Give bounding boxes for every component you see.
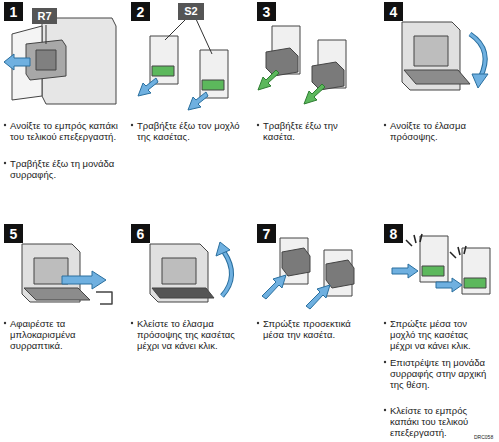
face-plate — [24, 288, 90, 300]
rotation-arrow — [222, 252, 232, 296]
cartridge-lever — [152, 66, 174, 76]
rotation-arrow-head — [216, 242, 230, 256]
click-marks — [406, 234, 466, 258]
staple-unit-face — [36, 50, 56, 70]
node-text: 1 — [10, 5, 18, 19]
bullets — [4, 124, 386, 411]
direction-arrow — [304, 84, 325, 104]
cartridge-core — [162, 258, 196, 284]
step-number: 6 — [131, 224, 150, 243]
direction-arrow — [138, 78, 158, 96]
part-label: R7 — [32, 8, 57, 24]
node-text: 4 — [390, 5, 398, 19]
rotation-arrow — [222, 252, 232, 296]
cartridge-slot — [150, 36, 178, 84]
instruction-text: Αφαιρέστε τα μπλοκαρισμένα συρραπτικά. — [10, 318, 120, 351]
staple-cartridge — [326, 260, 354, 288]
node-text: 8 — [390, 227, 398, 241]
step-number: 7 — [257, 224, 276, 243]
instruction-text: Σπρώξτε προσεκτικά μέσα την κασέτα. — [263, 318, 371, 340]
direction-arrow — [306, 285, 330, 309]
step-number: 5 — [4, 224, 23, 243]
node-text: R7 — [37, 11, 51, 22]
rotation-arrow-head — [472, 74, 488, 88]
node-text: S2 — [184, 6, 197, 17]
staple-cartridge — [282, 248, 310, 276]
instruction-text: Τραβήξτε έξω τον μοχλό της κασέτας. — [137, 120, 245, 142]
staple-cartridge — [312, 62, 344, 90]
direction-arrow — [188, 92, 208, 110]
part-label: S2 — [178, 3, 204, 20]
face-plate — [404, 70, 470, 84]
node-text: 2 — [137, 5, 145, 19]
direction-arrow — [258, 70, 279, 90]
direction-arrow — [4, 54, 30, 70]
instruction-text: Επιστρέψτε τη μονάδα συρραφής στην αρχικ… — [390, 357, 490, 390]
staple-unit — [26, 40, 66, 80]
rotation-arrow — [470, 34, 485, 78]
cartridge-slot — [462, 248, 490, 294]
instruction-text: Κλείστε το έλασμα πρόσοψης της κασέτας μ… — [137, 318, 245, 351]
step-number: 2 — [131, 2, 150, 21]
rotation-arrow — [470, 34, 485, 78]
node-text: 3 — [263, 5, 271, 19]
instruction-text: Κλείστε το εμπρός καπάκι του τελικού επε… — [390, 405, 490, 438]
direction-arrow — [436, 278, 462, 292]
node-text: 5 — [10, 227, 18, 241]
instruction-text: Ανοίξτε το έλασμα πρόσοψης. — [390, 120, 496, 142]
figure-code: DRC058 — [474, 434, 499, 440]
instruction-text: Τραβήξτε έξω την κασέτα. — [263, 120, 371, 142]
leader-line — [165, 19, 186, 40]
cartridge-core — [414, 36, 448, 66]
leader-line — [46, 25, 47, 44]
staple-cartridge — [266, 48, 298, 76]
direction-arrow — [262, 275, 286, 299]
jammed-staple — [96, 292, 112, 304]
step-number: 4 — [384, 2, 403, 21]
direction-arrow — [62, 271, 106, 289]
step-number: 8 — [384, 224, 403, 243]
step-number: 1 — [4, 2, 23, 21]
face-plate — [152, 288, 214, 298]
direction-arrow — [392, 264, 418, 278]
cartridge-slot — [200, 50, 228, 98]
cartridge-lever — [202, 80, 224, 90]
leader-line — [196, 19, 212, 54]
cartridge-slot — [420, 236, 448, 282]
step-number: 3 — [257, 2, 276, 21]
cartridge-lever — [464, 278, 486, 288]
node-text: 6 — [137, 227, 145, 241]
instruction-text: Ανοίξτε το εμπρός καπάκι του τελικού επε… — [10, 120, 120, 142]
node-text: 7 — [263, 227, 271, 241]
instruction-text: Σπρώξτε μέσα τον μοχλό της κασέτας μέχρι… — [390, 318, 490, 351]
cartridge-lever — [422, 266, 444, 276]
instruction-text: Τραβήξτε έξω τη μονάδα συρραφής. — [10, 158, 120, 180]
